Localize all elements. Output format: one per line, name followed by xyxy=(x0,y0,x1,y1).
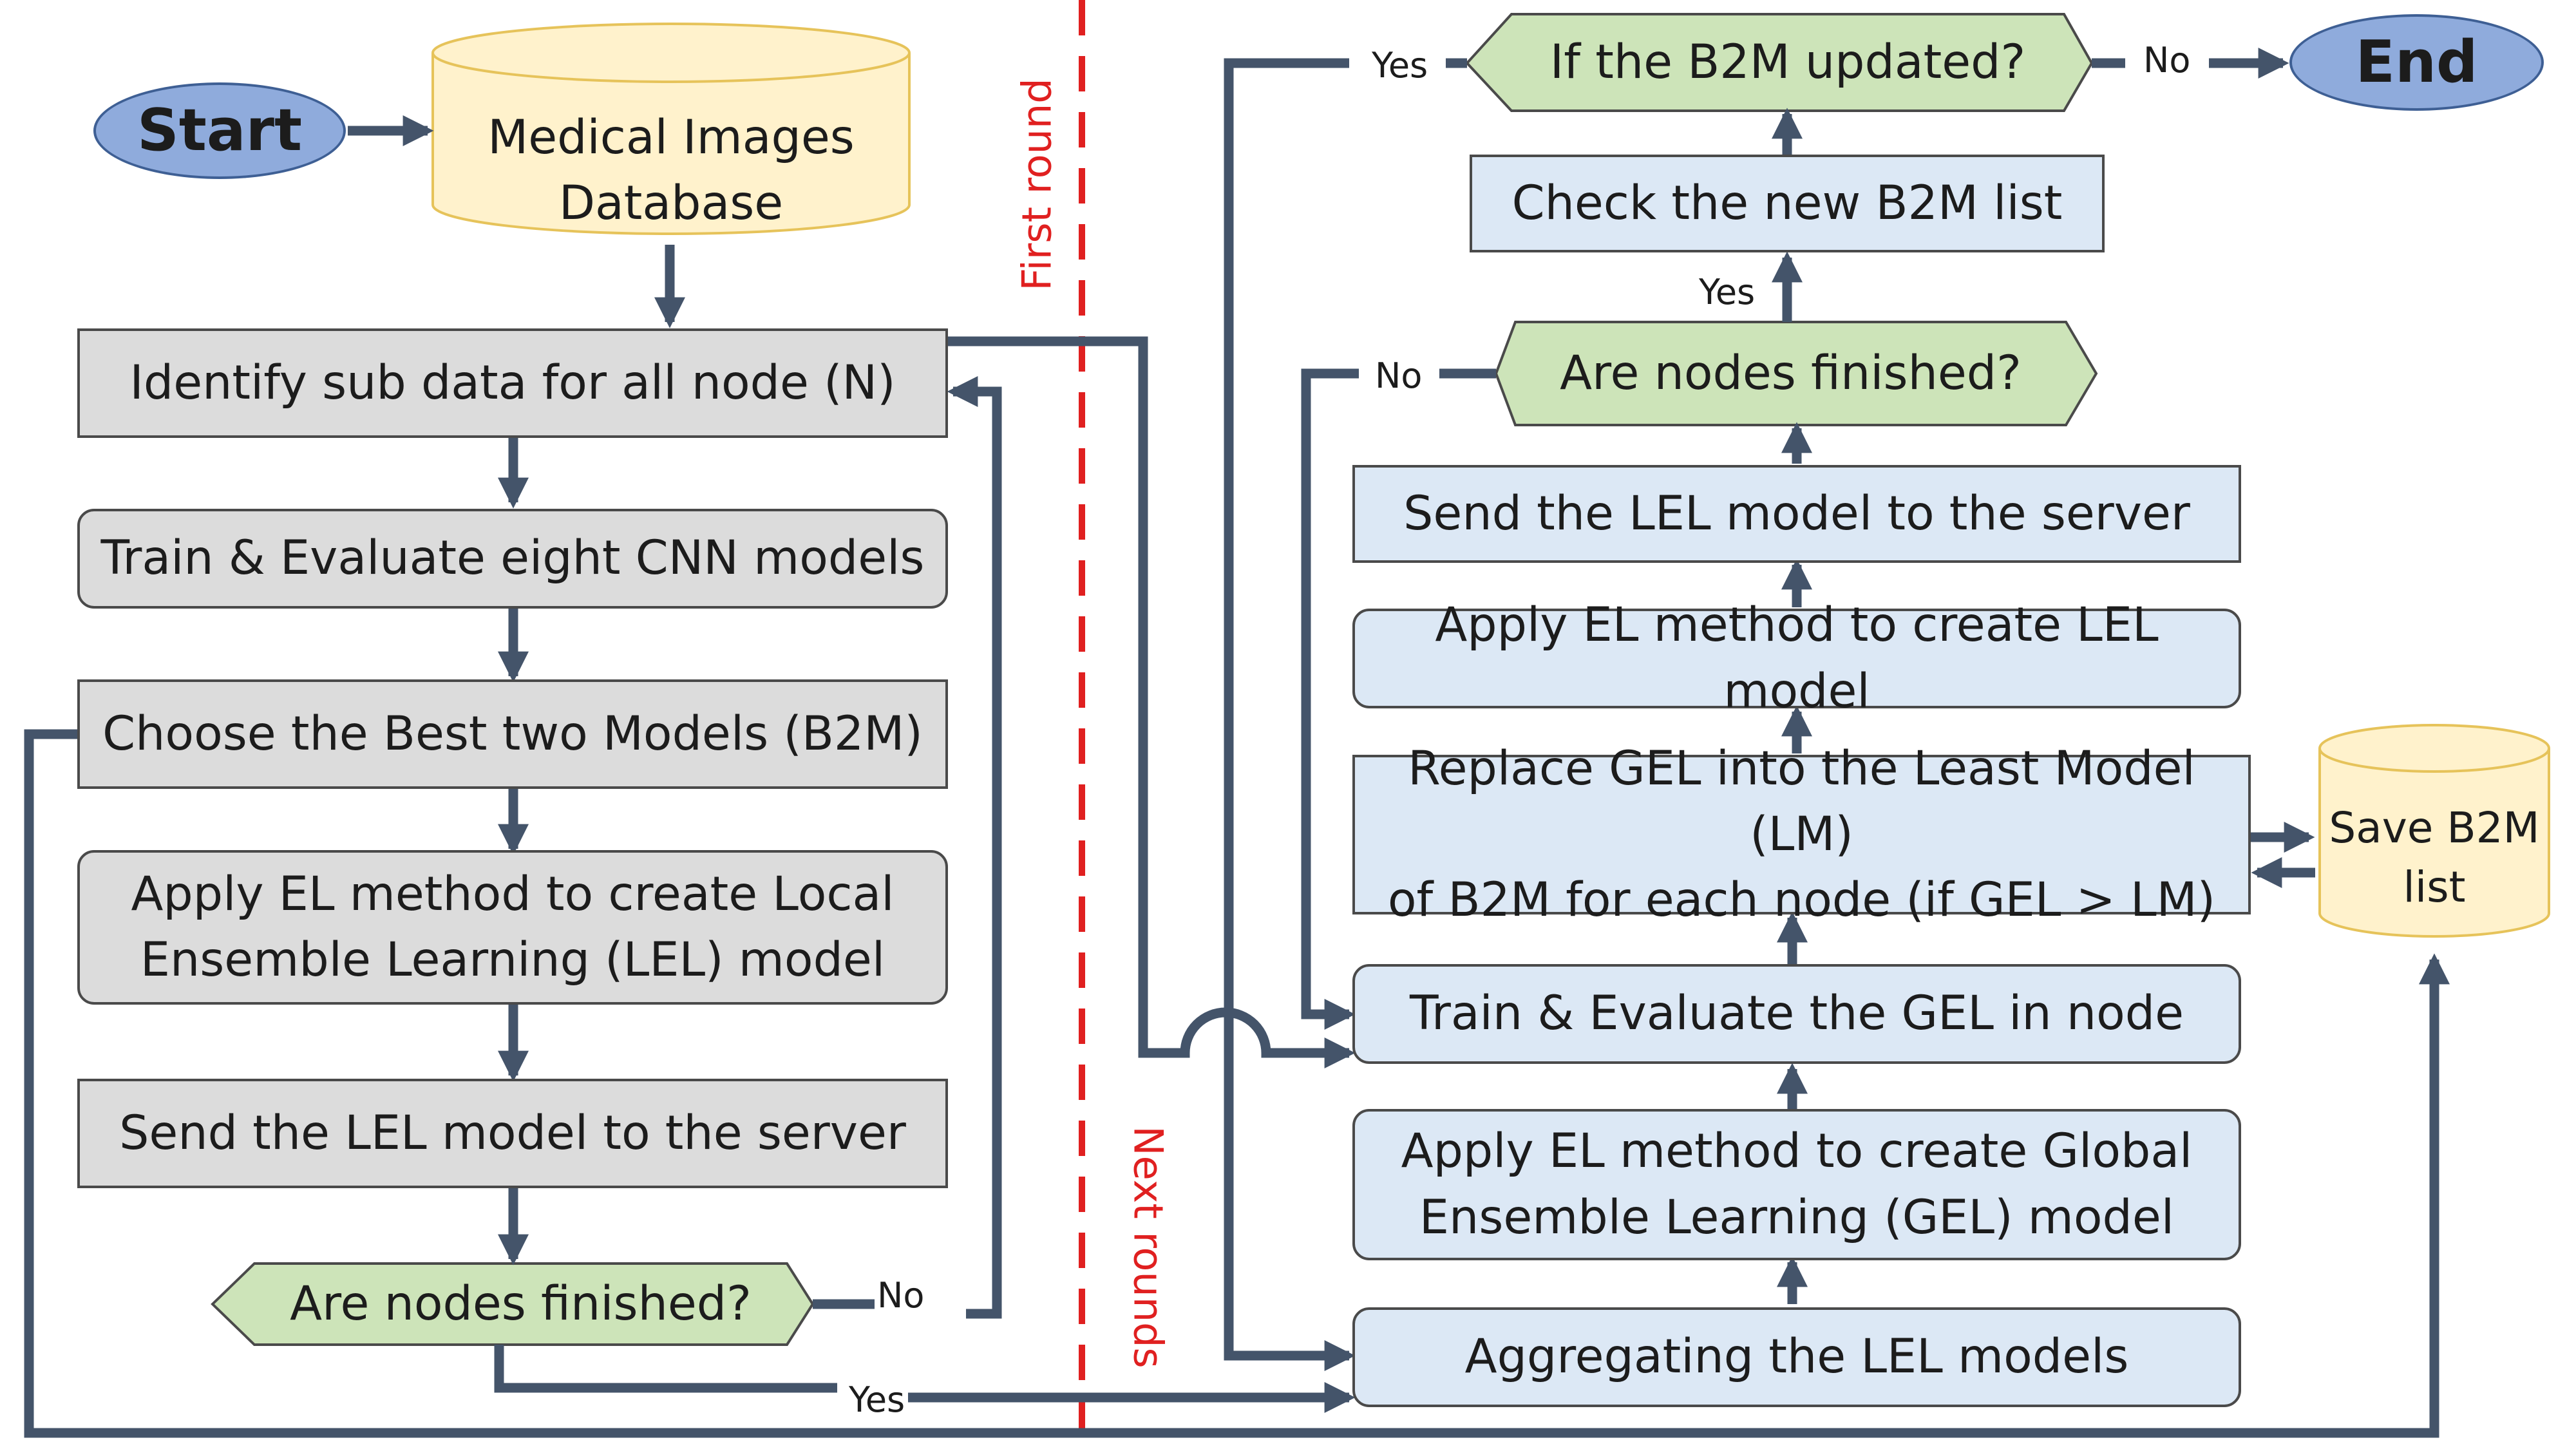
check-b2m-list-box: Check the new B2M list xyxy=(1470,155,2105,252)
check-yes-label: Yes xyxy=(1699,272,1756,312)
choose-b2m-box: Choose the Best two Models (B2M) xyxy=(77,679,948,789)
first-round-label: First round xyxy=(1013,78,1061,291)
top-no-label: No xyxy=(2143,40,2191,80)
nodes-no-label: No xyxy=(1375,355,1423,396)
train-cnn-models-box: Train & Evaluate eight CNN models xyxy=(77,509,948,609)
apply-el-local-line1: Apply EL method to create Local xyxy=(131,866,895,922)
send-lel-right-box: Send the LEL model to the server xyxy=(1352,465,2241,563)
save-list-label: Save B2M list xyxy=(2320,787,2549,929)
send-lel-left-box: Send the LEL model to the server xyxy=(77,1079,948,1188)
right-no-loop-arrow xyxy=(1301,368,1359,1030)
next-rounds-label: Next rounds xyxy=(1124,1126,1172,1368)
apply-el-local-box: Apply EL method to create Local Ensemble… xyxy=(77,850,948,1005)
top-yes-label: Yes xyxy=(1372,45,1428,86)
updated-decision-label: If the B2M updated? xyxy=(1549,34,2026,90)
start-terminal: Start xyxy=(93,82,346,179)
left-no-label: No xyxy=(877,1275,925,1316)
arrow-choose-to-save-list xyxy=(24,729,2450,1438)
first-round-arrow-to-train-gel xyxy=(948,336,1356,1069)
train-gel-box: Train & Evaluate the GEL in node xyxy=(1352,964,2241,1064)
left-no-loop-arrow xyxy=(947,375,1002,1319)
end-terminal: End xyxy=(2289,14,2544,111)
top-yes-loop-arrow xyxy=(1224,58,1356,1372)
apply-el-global-box: Apply EL method to create Global Ensembl… xyxy=(1352,1109,2241,1260)
database-label-line1: Medical Images xyxy=(488,109,855,165)
database-label-line2: Database xyxy=(558,176,784,231)
apply-el-global-line1: Apply EL method to create Global xyxy=(1401,1124,2193,1179)
save-list-label-line2: list xyxy=(2403,862,2466,912)
medical-images-database-cylinder xyxy=(431,23,911,235)
replace-gel-line2: of B2M for each node (if GEL > LM) xyxy=(1387,873,2216,928)
replace-gel-box: Replace GEL into the Least Model (LM) of… xyxy=(1352,741,2251,927)
left-decision-shape xyxy=(211,1262,815,1346)
save-list-label-line1: Save B2M xyxy=(2329,802,2540,853)
left-decision-label: Are nodes finished? xyxy=(290,1276,752,1331)
database-label: Medical Images Database xyxy=(433,93,909,248)
apply-el-local-line2: Ensemble Learning (LEL) model xyxy=(140,933,886,987)
aggregating-lel-box: Aggregating the LEL models xyxy=(1352,1307,2241,1407)
identify-sub-data-box: Identify sub data for all node (N) xyxy=(77,328,948,438)
save-b2m-list-cylinder xyxy=(2318,724,2550,938)
apply-el-global-line2: Ensemble Learning (GEL) model xyxy=(1419,1189,2175,1245)
left-yes-line-a xyxy=(494,1345,837,1393)
right-decision-label: Are nodes finished? xyxy=(1560,345,2022,401)
replace-gel-line1: Replace GEL into the Least Model (LM) xyxy=(1408,741,2195,862)
apply-el-lel-box: Apply EL method to create LEL model xyxy=(1352,598,2241,719)
left-yes-label: Yes xyxy=(849,1379,905,1420)
